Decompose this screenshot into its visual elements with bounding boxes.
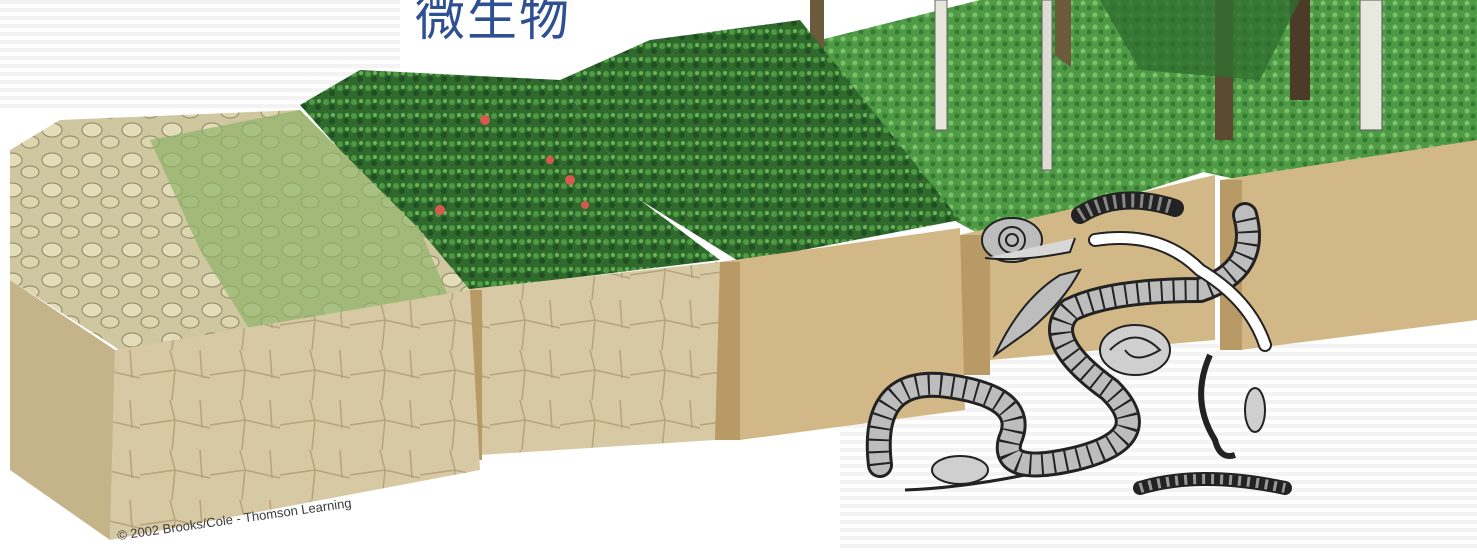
page-title: 微生物 bbox=[415, 0, 571, 50]
